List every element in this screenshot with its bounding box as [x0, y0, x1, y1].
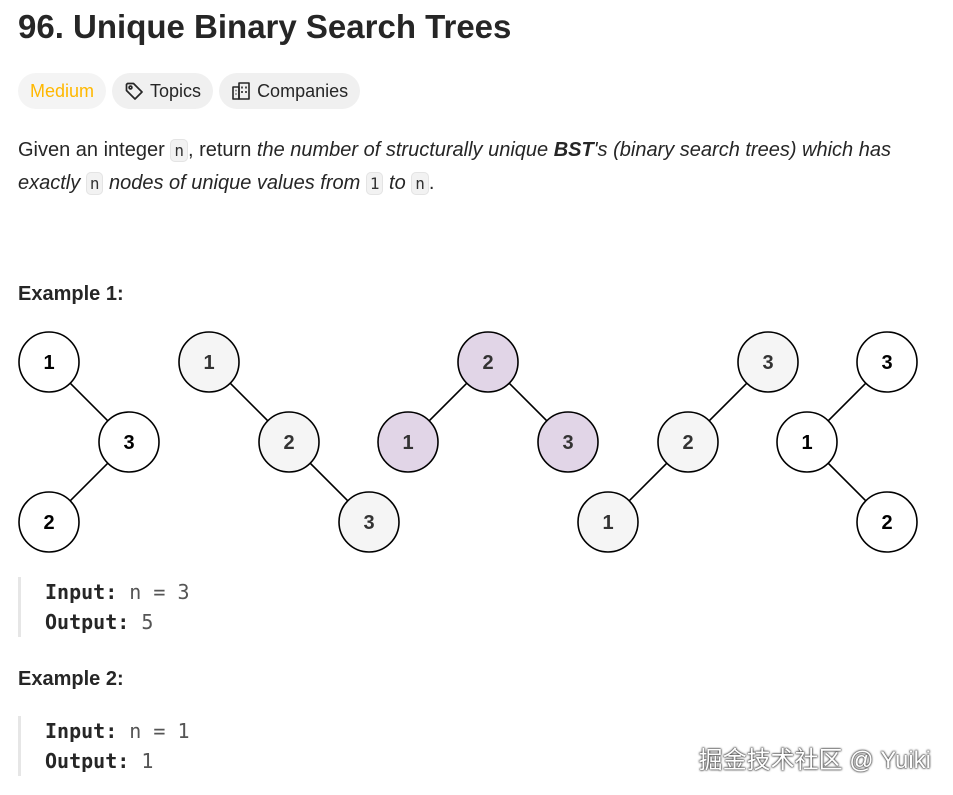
example-2-heading: Example 2:	[18, 668, 124, 690]
node-label: 3	[762, 352, 773, 374]
output-value: 1	[141, 749, 154, 773]
tree-node	[856, 491, 918, 553]
desc-emphasis: 's (binary search trees) which has exact…	[18, 139, 891, 194]
input-line: Input: n = 1	[45, 716, 190, 746]
tree-5: 3 1 2	[776, 331, 918, 553]
output-label: Output:	[45, 610, 130, 634]
page-title: 96. Unique Binary Search Trees	[18, 8, 512, 45]
inline-code: n	[411, 172, 429, 195]
desc-emphasis: to	[383, 172, 412, 194]
node-label: 1	[801, 432, 812, 454]
tree-node	[577, 491, 639, 553]
desc-text: , return	[187, 139, 257, 161]
topics-button[interactable]: Topics	[112, 73, 214, 109]
input-label: Input:	[45, 719, 118, 743]
tree-3: 2 1 3	[377, 331, 599, 473]
node-label: 3	[881, 352, 892, 374]
tag-icon	[125, 82, 143, 100]
node-label: 2	[283, 432, 294, 454]
node-label: 3	[562, 432, 573, 454]
tree-node	[338, 491, 400, 553]
node-label: 2	[482, 352, 493, 374]
tree-node	[856, 331, 918, 393]
example-1-heading: Example 1:	[18, 283, 124, 305]
output-value: 5	[141, 610, 154, 634]
tree-node	[258, 411, 320, 473]
tree-1: 1 3 2	[18, 331, 160, 553]
input-value: n = 1	[129, 719, 190, 743]
desc-text: .	[428, 172, 435, 194]
output-line: Output: 5	[45, 607, 190, 637]
example-2-io: Input: n = 1 Output: 1	[18, 716, 190, 776]
topics-label: Topics	[150, 80, 202, 101]
problem-description: Given an integer n, return the number of…	[18, 134, 938, 200]
watermark: 掘金技术社区 @ Yuiki	[698, 747, 931, 774]
input-label: Input:	[45, 580, 118, 604]
desc-text: Given an integer	[18, 139, 171, 161]
building-icon	[232, 82, 250, 100]
node-label: 2	[682, 432, 693, 454]
node-label: 3	[123, 432, 134, 454]
tree-node	[776, 411, 838, 473]
tree-node	[657, 411, 719, 473]
tree-node	[98, 411, 160, 473]
inline-code: n	[85, 172, 104, 195]
example-1-io: Input: n = 3 Output: 5	[18, 577, 190, 637]
tree-node	[737, 331, 799, 393]
input-value: n = 3	[129, 580, 190, 604]
tree-node	[178, 331, 240, 393]
output-label: Output:	[45, 749, 130, 773]
desc-emphasis: the number of structurally unique	[256, 139, 554, 161]
bst-diagram: 1 3 2 1 2 3 2 1 3 3 2 1 3 1 2	[18, 331, 918, 553]
tree-node-highlighted	[537, 411, 599, 473]
node-label: 2	[43, 512, 54, 534]
tree-node	[18, 491, 80, 553]
tag-row: Medium Topics Companies	[18, 73, 361, 109]
node-label: 2	[881, 512, 892, 534]
companies-label: Companies	[257, 80, 349, 101]
tree-2: 1 2 3	[178, 331, 400, 553]
inline-code: 1	[365, 172, 384, 195]
inline-code: n	[170, 139, 188, 162]
difficulty-badge[interactable]: Medium	[18, 73, 107, 109]
output-line: Output: 1	[45, 746, 190, 776]
input-line: Input: n = 3	[45, 577, 190, 607]
tree-4: 3 2 1	[577, 331, 799, 553]
node-label: 1	[43, 352, 54, 374]
companies-button[interactable]: Companies	[219, 73, 361, 109]
desc-emphasis: nodes of unique values from	[103, 172, 366, 194]
node-label: 3	[363, 512, 374, 534]
desc-bold: BST	[553, 139, 594, 161]
tree-node-highlighted	[457, 331, 519, 393]
node-label: 1	[602, 512, 613, 534]
node-label: 1	[203, 352, 214, 374]
node-label: 1	[402, 432, 413, 454]
tree-node-highlighted	[377, 411, 439, 473]
tree-node	[18, 331, 80, 393]
